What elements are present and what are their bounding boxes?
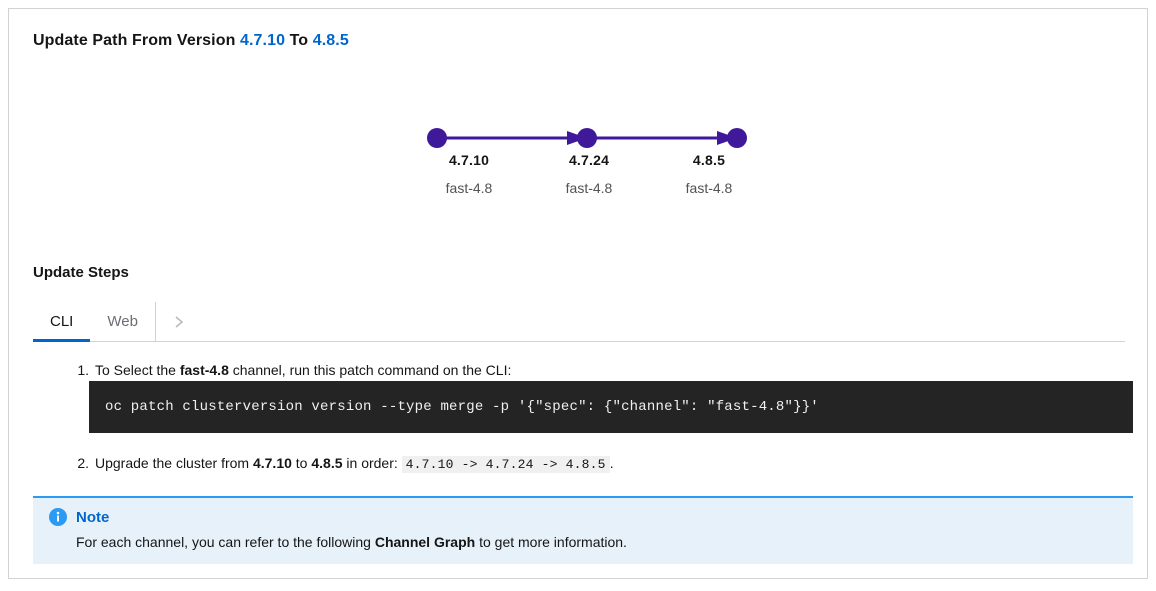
graph-node-label-3: 4.8.5 fast-4.8: [649, 152, 769, 196]
update-path-graph: 4.7.10 fast-4.8 4.7.24 fast-4.8 4.8.5 fa…: [409, 114, 769, 214]
note-title: Note: [76, 508, 110, 526]
step-2-text-after: in order:: [342, 455, 402, 471]
note-header: Note: [49, 508, 1117, 526]
note-channel-graph-label: Channel Graph: [374, 534, 476, 550]
step-2-text-mid: to: [291, 455, 312, 471]
step-1-text-before: To Select the: [95, 362, 180, 378]
step-1-text: To Select the fast-4.8 channel, run this…: [95, 360, 1121, 380]
update-steps-tabs: CLI Web: [33, 302, 1125, 342]
graph-node-labels: 4.7.10 fast-4.8 4.7.24 fast-4.8 4.8.5 fa…: [409, 152, 769, 196]
graph-node-3: [727, 128, 747, 148]
node-channel: fast-4.8: [445, 180, 493, 196]
step-2-text-end: .: [609, 455, 614, 471]
cli-command-block[interactable]: oc patch clusterversion version --type m…: [89, 381, 1133, 433]
graph-node-label-2: 4.7.24 fast-4.8: [529, 152, 649, 196]
cli-command-text: oc patch clusterversion version --type m…: [105, 399, 819, 415]
graph-node-1: [427, 128, 447, 148]
title-from-version: 4.7.10: [239, 32, 286, 49]
graph-node-label-1: 4.7.10 fast-4.8: [409, 152, 529, 196]
title-middle: To: [285, 32, 313, 49]
step-2: 2. Upgrade the cluster from 4.7.10 to 4.…: [71, 453, 1121, 475]
step-1-channel: fast-4.8: [179, 362, 229, 378]
chevron-right-icon[interactable]: [154, 302, 202, 341]
update-path-diagram: [427, 128, 747, 148]
page-title: Update Path From Version 4.7.10 To 4.8.5: [33, 32, 349, 50]
step-2-text: Upgrade the cluster from 4.7.10 to 4.8.5…: [95, 453, 1121, 475]
info-icon: [49, 508, 67, 526]
title-prefix: Update Path From Version: [33, 32, 240, 49]
step-2-to-version: 4.8.5: [311, 455, 343, 471]
graph-node-2: [577, 128, 597, 148]
step-2-from-version: 4.7.10: [252, 455, 292, 471]
step-2-number: 2.: [77, 455, 89, 471]
title-to-version: 4.8.5: [312, 32, 349, 49]
note-body-before: For each channel, you can refer to the f…: [76, 534, 375, 550]
update-steps-heading: Update Steps: [33, 264, 129, 281]
note-body: For each channel, you can refer to the f…: [76, 534, 1117, 550]
node-version: 4.7.24: [568, 152, 610, 168]
note-alert: Note For each channel, you can refer to …: [33, 496, 1133, 564]
step-1: 1. To Select the fast-4.8 channel, run t…: [71, 360, 1121, 380]
update-path-card: Update Path From Version 4.7.10 To 4.8.5…: [8, 8, 1148, 579]
node-version: 4.8.5: [692, 152, 726, 168]
tab-cli[interactable]: CLI: [33, 302, 91, 342]
note-body-after: to get more information.: [475, 534, 627, 550]
node-version: 4.7.10: [448, 152, 490, 168]
node-channel: fast-4.8: [565, 180, 613, 196]
step-1-number: 1.: [77, 362, 89, 378]
step-1-text-after: channel, run this patch command on the C…: [228, 362, 512, 378]
step-2-text-before: Upgrade the cluster from: [95, 455, 253, 471]
tab-web[interactable]: Web: [90, 302, 155, 341]
chevron-right-glyph: [175, 315, 184, 328]
step-2-inline-code: 4.7.10 -> 4.7.24 -> 4.8.5: [401, 456, 610, 473]
node-channel: fast-4.8: [685, 180, 733, 196]
